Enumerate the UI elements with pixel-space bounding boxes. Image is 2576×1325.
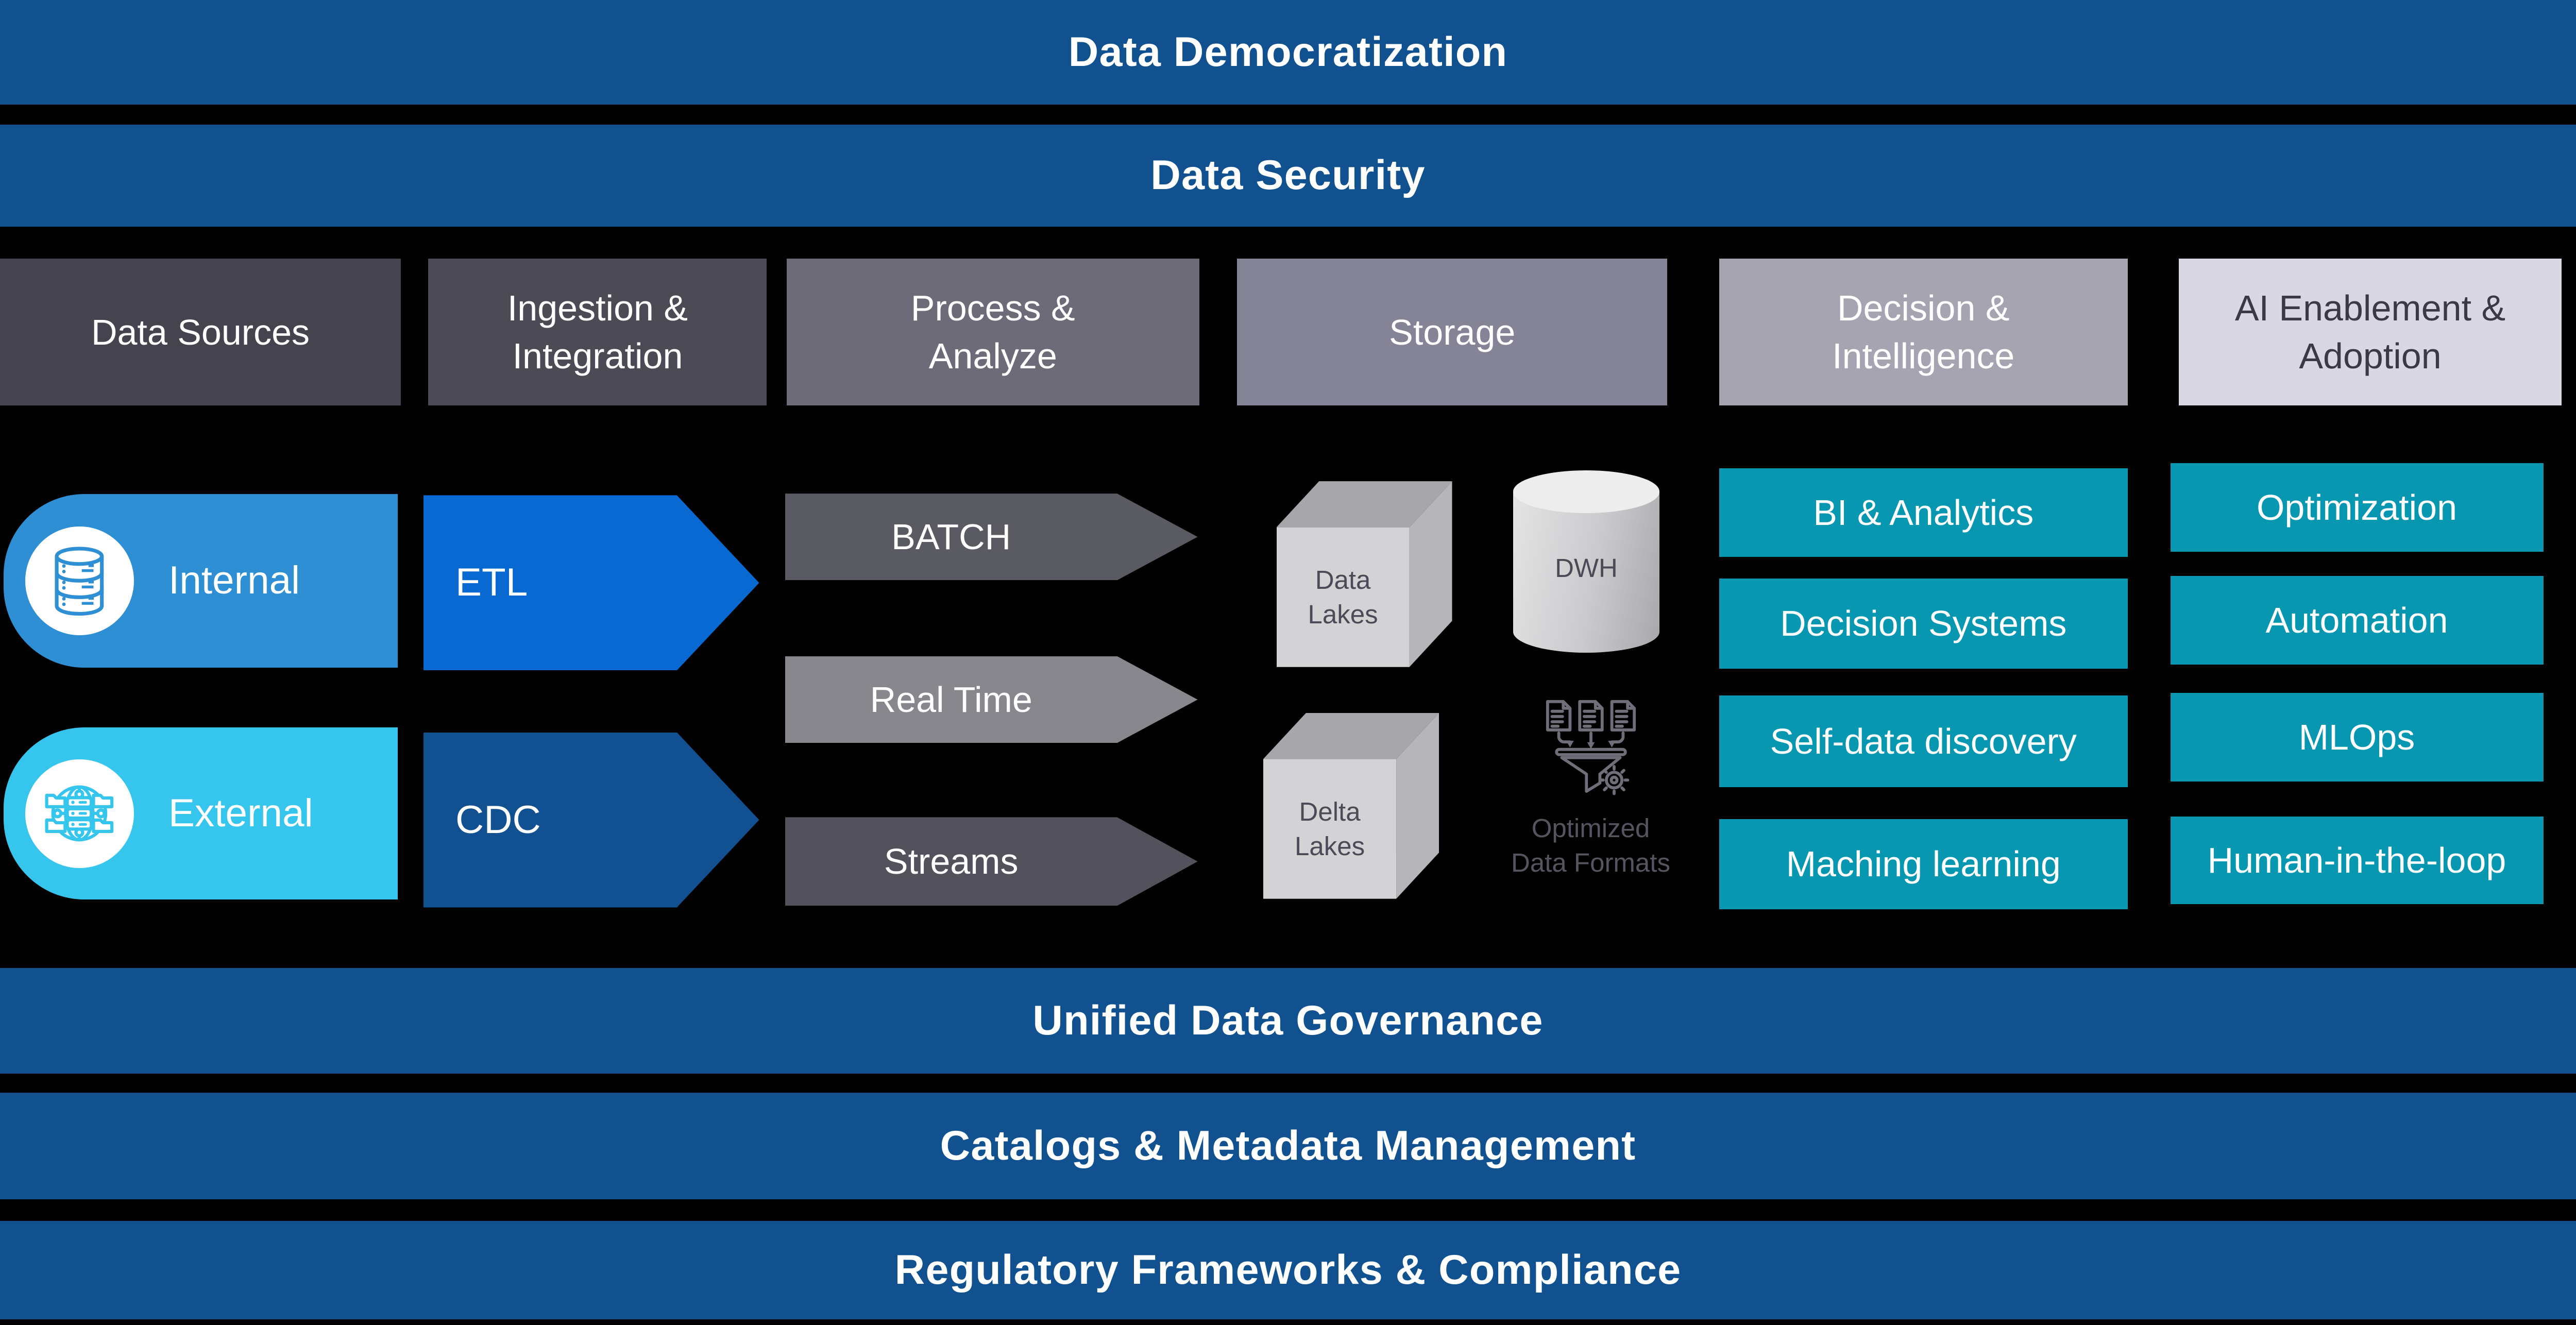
column-header-ingestion-integration: Ingestion & Integration	[428, 259, 767, 406]
source-label: External	[168, 791, 313, 836]
column-header-decision-intelligence: Decision & Intelligence	[1719, 259, 2128, 406]
documents-funnel-icon	[1546, 700, 1636, 796]
layer-bar-data-security: Data Security	[0, 125, 2576, 227]
storage-label: DWH	[1555, 553, 1618, 583]
arrowhead	[1566, 741, 1616, 750]
layer-bar-label: Unified Data Governance	[1032, 997, 1544, 1044]
storage-label: Optimized Data Formats	[1511, 813, 1670, 878]
cylinder-body	[1513, 491, 1659, 653]
capability-box-decision-systems: Decision Systems	[1719, 578, 2128, 669]
gear-icon	[1599, 765, 1629, 796]
layer-bar-catalogs-metadata-management: Catalogs & Metadata Management	[0, 1093, 2576, 1200]
arrow-label: BATCH	[891, 517, 1011, 557]
capability-box-mlops: MLOps	[2170, 692, 2544, 782]
icon-circle	[25, 526, 134, 635]
storage-label: Delta Lakes	[1295, 796, 1365, 861]
arrow-label: CDC	[455, 797, 541, 842]
icon-circle	[25, 759, 134, 868]
column-header-ai-enablement-adoption: AI Enablement & Adoption	[2179, 259, 2562, 406]
optimized-data-formats: Optimized Data Formats	[1490, 699, 1691, 898]
real-time-arrow: Real Time	[785, 656, 1198, 743]
layer-bar-label: Data Security	[1150, 152, 1426, 199]
cube-front-face	[1276, 527, 1410, 667]
delta-lakes-cube: Delta Lakes	[1263, 712, 1439, 899]
capability-box-human-in-the-loop: Human-in-the-loop	[2170, 817, 2544, 904]
column-header-label: Storage	[1389, 312, 1516, 352]
layer-bar-regulatory-frameworks-compliance: Regulatory Frameworks & Compliance	[0, 1221, 2576, 1320]
column-header-process-analyze: Process & Analyze	[786, 259, 1199, 406]
cdc-arrow: CDC	[423, 732, 759, 908]
column-header-label: Data Sources	[91, 312, 310, 352]
column-header-storage: Storage	[1237, 259, 1668, 406]
cylinder-top	[1513, 470, 1659, 513]
arrow-label: Streams	[884, 841, 1019, 882]
external-source-pill: External	[3, 727, 398, 900]
capability-box-self-data-discovery: Self-data discovery	[1719, 695, 2128, 787]
funnel-icon	[1554, 748, 1627, 793]
column-header-label: Process & Analyze	[910, 288, 1075, 376]
globe-icon	[45, 785, 114, 842]
arrow-label: Real Time	[870, 680, 1032, 720]
layer-bar-data-democratization: Data Democratization	[0, 0, 2576, 105]
column-header-label: Ingestion & Integration	[507, 288, 688, 376]
storage-label: Data Lakes	[1308, 565, 1378, 630]
etl-arrow: ETL	[423, 495, 759, 671]
cube-front-face	[1263, 759, 1397, 899]
document-icon	[1610, 700, 1636, 732]
streams-arrow: Streams	[785, 817, 1198, 906]
layer-bar-label: Catalogs & Metadata Management	[940, 1123, 1636, 1169]
dwh-cylinder: DWH	[1513, 470, 1659, 653]
column-header-label: AI Enablement & Adoption	[2234, 288, 2506, 376]
arrow-down-icon	[1557, 732, 1624, 745]
capability-box-bi-analytics: BI & Analytics	[1719, 468, 2128, 557]
column-header-data-sources: Data Sources	[0, 259, 401, 406]
data-lakes-cube: Data Lakes	[1276, 481, 1452, 667]
batch-arrow: BATCH	[785, 494, 1198, 581]
internal-source-pill: Internal	[3, 494, 398, 668]
layer-bar-label: Data Democratization	[1068, 28, 1508, 75]
arrow-label: ETL	[455, 560, 528, 605]
database-icon	[55, 546, 104, 616]
layer-bar-label: Regulatory Frameworks & Compliance	[894, 1247, 1682, 1294]
source-label: Internal	[168, 558, 300, 603]
column-header-label: Decision & Intelligence	[1832, 288, 2015, 376]
document-icon	[1578, 700, 1604, 732]
capability-box-optimization: Optimization	[2170, 463, 2544, 552]
document-icon	[1546, 700, 1571, 732]
capability-box-machine-learning: Maching learning	[1719, 819, 2128, 909]
layer-bar-unified-data-governance: Unified Data Governance	[0, 968, 2576, 1074]
capability-box-automation: Automation	[2170, 575, 2544, 665]
